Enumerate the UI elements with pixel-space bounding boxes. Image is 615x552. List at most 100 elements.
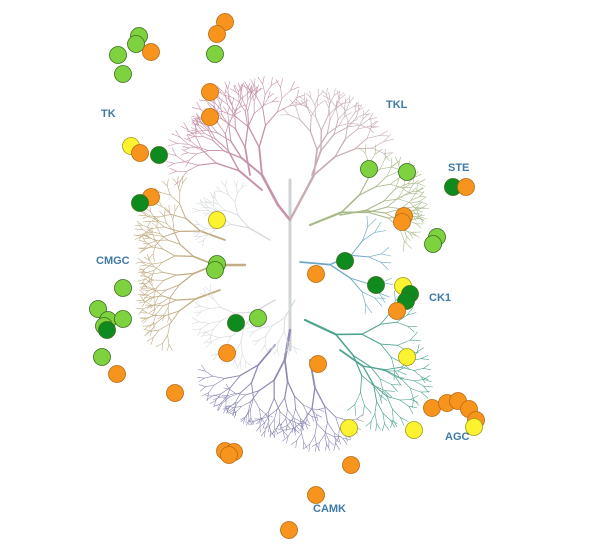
- branch-camk: [283, 428, 294, 431]
- branch-tk: [256, 88, 263, 93]
- branch-other: [252, 339, 260, 342]
- branch-other: [236, 180, 238, 187]
- branch-camk: [213, 400, 217, 408]
- kinase-marker-orange: [280, 521, 298, 539]
- branch-cmgc: [185, 217, 202, 232]
- branch-camk: [294, 395, 304, 406]
- branch-cmgc: [143, 304, 153, 310]
- branch-tkl: [315, 116, 322, 131]
- branch-camk: [258, 416, 261, 424]
- branch-tk: [228, 98, 236, 112]
- kinase-marker-dark-green: [367, 276, 385, 294]
- branch-tk: [227, 112, 230, 123]
- branch-camk: [325, 432, 335, 437]
- branch-tk: [227, 104, 236, 117]
- branch-tk: [255, 95, 264, 109]
- branch-cmgc: [140, 247, 148, 253]
- branch-tkl: [336, 102, 345, 108]
- branch-ste: [409, 233, 417, 236]
- branch-tk: [192, 117, 200, 122]
- branch-cmgc: [144, 331, 151, 336]
- branch-camk: [254, 418, 263, 422]
- branch-agc: [395, 376, 401, 386]
- kinase-marker-orange: [220, 446, 238, 464]
- branch-cmgc: [144, 271, 153, 275]
- kinase-marker-light-green: [424, 235, 442, 253]
- branch-cmgc: [145, 241, 153, 248]
- branch-camk: [237, 394, 246, 403]
- branch-camk: [258, 379, 275, 392]
- branch-tkl: [289, 99, 297, 108]
- branch-camk: [217, 403, 221, 411]
- branch-tkl: [299, 118, 311, 132]
- branch-tk: [198, 99, 207, 102]
- branch-tk: [197, 146, 209, 151]
- branch-tk: [223, 94, 231, 97]
- branch-agc: [399, 417, 409, 422]
- branch-camk: [251, 382, 254, 399]
- branch-tk: [215, 103, 223, 112]
- kinase-marker-orange: [166, 384, 184, 402]
- branch-cmgc: [153, 313, 157, 323]
- branch-cmgc: [140, 286, 147, 288]
- branch-tkl: [335, 97, 339, 108]
- branch-other: [194, 232, 200, 238]
- branch-tkl: [368, 117, 377, 120]
- branch-tk: [191, 117, 196, 127]
- branch-cmgc: [162, 335, 168, 344]
- branch-ste: [364, 144, 367, 154]
- branch-camk: [232, 409, 235, 416]
- branch-tkl: [383, 134, 391, 142]
- branch-tk: [271, 100, 279, 103]
- branch-camk: [292, 421, 304, 429]
- branch-tk: [262, 83, 266, 96]
- kinase-marker-orange: [423, 399, 441, 417]
- branch-camk: [269, 419, 275, 427]
- branch-ck1: [329, 263, 351, 279]
- branch-ck1: [368, 253, 382, 258]
- branch-cmgc: [135, 261, 144, 264]
- branch-camk: [213, 403, 221, 407]
- branch-other: [267, 346, 274, 351]
- branch-tk: [222, 111, 236, 117]
- branch-other: [198, 224, 207, 229]
- branch-tk: [195, 118, 199, 127]
- branch-cmgc: [146, 264, 155, 268]
- branch-tkl: [333, 90, 340, 97]
- branch-cmgc: [167, 335, 170, 345]
- branch-camk: [318, 409, 325, 412]
- branch-cmgc: [147, 313, 157, 319]
- branch-cmgc: [148, 276, 151, 283]
- branch-cmgc: [139, 248, 145, 254]
- branch-cmgc: [143, 233, 150, 239]
- branch-cmgc: [142, 283, 148, 289]
- branch-ste: [412, 177, 414, 185]
- branch-tk: [264, 85, 272, 96]
- branch-camk: [209, 400, 217, 404]
- branch-tkl: [326, 87, 328, 96]
- branch-cmgc: [149, 240, 158, 244]
- branch-tk: [281, 89, 291, 99]
- branch-camk: [286, 436, 289, 444]
- branch-other: [234, 359, 238, 367]
- branch-ste: [406, 235, 411, 241]
- branch-camk: [314, 423, 318, 436]
- branch-other: [225, 186, 229, 195]
- branch-tkl: [371, 141, 385, 149]
- branch-other: [271, 316, 286, 327]
- branch-camk: [265, 414, 270, 421]
- branch-camk: [225, 406, 229, 413]
- branch-camk: [259, 422, 265, 427]
- branch-other: [193, 306, 201, 308]
- branch-cmgc: [150, 303, 156, 309]
- branch-agc: [385, 370, 396, 378]
- branch-tk: [255, 86, 257, 94]
- branch-other: [209, 290, 214, 300]
- branch-other: [241, 353, 246, 362]
- branch-tkl: [295, 98, 301, 105]
- branch-ste: [358, 147, 366, 154]
- kinase-marker-yellow: [208, 211, 226, 229]
- branch-other: [236, 362, 241, 369]
- branch-tkl: [304, 99, 309, 109]
- branch-tkl: [333, 88, 336, 97]
